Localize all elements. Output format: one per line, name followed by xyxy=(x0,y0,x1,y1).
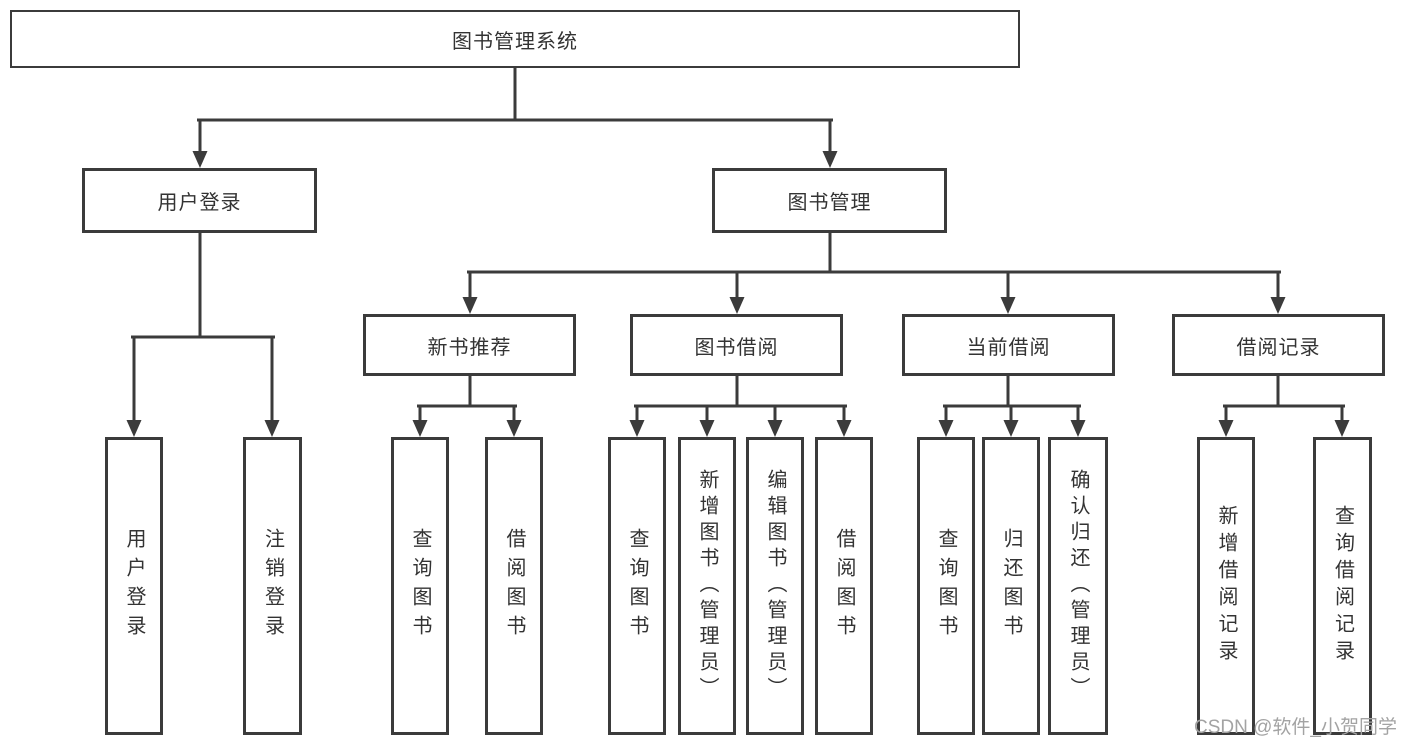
leaf-add-books-admin-label: 新增图书（管理员） xyxy=(696,469,718,703)
node-library-management-system-label: 图书管理系统 xyxy=(452,30,578,53)
node-user-login-label: 用户登录 xyxy=(157,192,242,214)
node-user-login: 用户登录 xyxy=(82,168,317,233)
leaf-add-borrow-record-label: 新增借阅记录 xyxy=(1215,505,1237,667)
leaf-query-books-recommend: 查询图书 xyxy=(391,437,449,735)
leaf-borrow-books: 借阅图书 xyxy=(815,437,873,735)
node-new-book-recommendation: 新书推荐 xyxy=(363,314,576,376)
node-book-management: 图书管理 xyxy=(712,168,947,233)
node-borrowing-records: 借阅记录 xyxy=(1172,314,1385,376)
node-new-book-recommendation-label: 新书推荐 xyxy=(427,336,512,359)
leaf-return-books: 归还图书 xyxy=(982,437,1040,735)
leaf-edit-books-admin: 编辑图书（管理员） xyxy=(746,437,804,735)
leaf-return-books-label: 归还图书 xyxy=(1000,528,1022,644)
leaf-confirm-return-admin-label: 确认归还（管理员） xyxy=(1067,469,1089,703)
node-book-borrowing: 图书借阅 xyxy=(630,314,843,376)
node-book-borrowing-label: 图书借阅 xyxy=(694,336,779,359)
leaf-query-books-current: 查询图书 xyxy=(917,437,975,735)
leaf-add-borrow-record: 新增借阅记录 xyxy=(1197,437,1255,735)
leaf-user-login-label: 用户登录 xyxy=(123,528,145,644)
node-library-management-system: 图书管理系统 xyxy=(10,10,1020,68)
leaf-query-books-borrow-label: 查询图书 xyxy=(626,528,648,644)
leaf-borrow-books-recommend-label: 借阅图书 xyxy=(503,528,525,644)
leaf-query-borrow-record-label: 查询借阅记录 xyxy=(1331,505,1354,667)
leaf-borrow-books-label: 借阅图书 xyxy=(833,528,855,644)
leaf-logout-label: 注销登录 xyxy=(261,528,284,644)
leaf-borrow-books-recommend: 借阅图书 xyxy=(485,437,543,735)
leaf-user-login: 用户登录 xyxy=(105,437,163,735)
node-current-borrowing-label: 当前借阅 xyxy=(966,336,1051,359)
leaf-query-books-recommend-label: 查询图书 xyxy=(409,528,431,644)
leaf-query-borrow-record: 查询借阅记录 xyxy=(1313,437,1372,735)
leaf-add-books-admin: 新增图书（管理员） xyxy=(678,437,736,735)
leaf-logout: 注销登录 xyxy=(243,437,302,735)
csdn-watermark: CSDN @软件_小贺同学 xyxy=(1194,717,1397,738)
leaf-query-books-borrow: 查询图书 xyxy=(608,437,666,735)
node-book-management-label: 图书管理 xyxy=(787,192,872,214)
node-current-borrowing: 当前借阅 xyxy=(902,314,1115,376)
leaf-edit-books-admin-label: 编辑图书（管理员） xyxy=(764,469,786,703)
leaf-confirm-return-admin: 确认归还（管理员） xyxy=(1048,437,1108,735)
leaf-query-books-current-label: 查询图书 xyxy=(935,528,957,644)
node-borrowing-records-label: 借阅记录 xyxy=(1236,336,1321,359)
